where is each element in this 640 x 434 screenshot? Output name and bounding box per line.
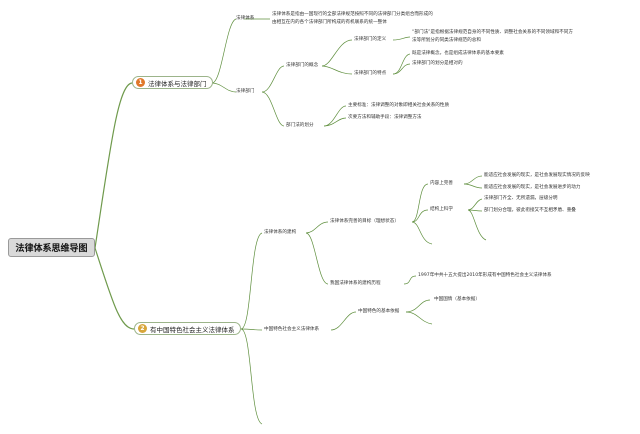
node-chinese-socialist-legal-system[interactable]: 中国特色社会主义法律体系 <box>264 327 320 332</box>
node-department-concept[interactable]: 法律部门的概念 <box>286 63 319 68</box>
node-system-construction[interactable]: 法律体系的建构 <box>264 230 297 235</box>
node-department-definition[interactable]: 法律部门的定义 <box>354 37 387 42</box>
node-department-feature-1: 既是法律概念，也是组成法律体系的基本要素 <box>412 51 504 56</box>
node-content-item-2: 能适应社会发展的现实，是社会发展进步的动力 <box>484 185 581 190</box>
node-construction-history[interactable]: 我国法律体系的建构历程 <box>330 281 381 286</box>
root-label: 法律体系思维导图 <box>15 244 88 254</box>
node-content-complete[interactable]: 内容上完善 <box>430 181 453 186</box>
node-structure-item-2: 部门划分合理，彼此衔接又不互相矛盾、重叠 <box>484 208 576 213</box>
node-construction-history-desc: 1997年中共十五大提出2010年形成有中国特色社会主义法律体系 <box>418 273 552 278</box>
node-system-goal[interactable]: 法律体系完善的目标（理想状态） <box>330 219 399 224</box>
node-division-secondary-method: 次要方法和辅助手段：法律调整方法 <box>348 115 422 120</box>
node-national-conditions: 中国国情（基本依据） <box>434 297 480 302</box>
branch-legal-system-and-departments[interactable]: 1 法律体系与法律部门 <box>132 76 213 89</box>
node-department-definition-desc-1: “部门法”是指根据法律规范自身的不同性质、调整社会关系的不同领域和不同方 <box>412 30 573 35</box>
node-structure-item-1: 法律部门齐全、无所遗漏，层级分明 <box>484 196 558 201</box>
node-legal-system-desc-2: 由相互在内的各个法律部门所构成的有机联系的统一整体 <box>272 20 387 25</box>
node-structure-scientific[interactable]: 结构上科学 <box>430 207 453 212</box>
node-legal-system[interactable]: 法律体系 <box>236 16 255 21</box>
branch-label: 法律体系与法律部门 <box>148 79 207 88</box>
node-legal-system-desc-1: 法律体系是指由一国现行的全部法律规范按照不同的法律部门分类组合而形成的 <box>272 12 433 17</box>
priority-1-icon: 1 <box>136 78 145 87</box>
root-node[interactable]: 法律体系思维导图 <box>8 238 95 257</box>
node-department-features[interactable]: 法律部门的特点 <box>354 71 387 76</box>
branch-chinese-socialist-legal-system[interactable]: 2 有中国特色社会主义法律体系 <box>134 322 241 335</box>
node-content-item-1: 能适应社会发展的现实，是社会发展现实情况的反映 <box>484 173 590 178</box>
node-basic-basis[interactable]: 中国特色的基本依据 <box>358 309 400 314</box>
node-department-division[interactable]: 部门法的划分 <box>286 123 314 128</box>
node-legal-department[interactable]: 法律部门 <box>236 89 255 94</box>
priority-2-icon: 2 <box>138 324 147 333</box>
node-department-definition-desc-2: 法等所划分的同类法律规范的总和 <box>412 38 481 43</box>
node-department-feature-2: 法律部门的划分是相对的 <box>412 61 463 66</box>
branch-label: 有中国特色社会主义法律体系 <box>150 325 235 334</box>
node-division-main-standard: 主要标准：法律调整的对象即相关社会关系的性质 <box>348 103 450 108</box>
